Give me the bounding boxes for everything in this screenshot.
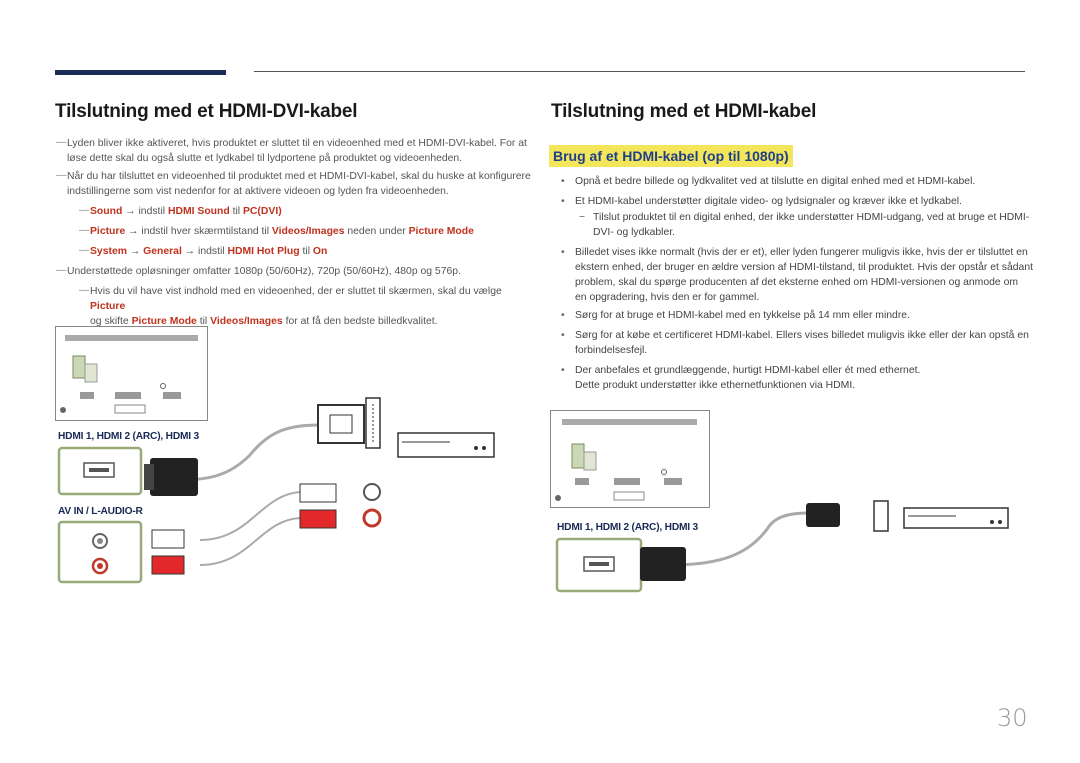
note-no-audio: ― Lyden bliver ikke aktiveret, hvis prod… — [56, 137, 527, 164]
bullet-better-picture: •Opnå et bedre billede og lydkvalitet ve… — [561, 176, 976, 187]
port-label-hdmi-right: HDMI 1, HDMI 2 (ARC), HDMI 3 — [557, 522, 698, 533]
hdmi-cable-diagram — [640, 500, 1009, 581]
tv-back-illustration-left — [55, 326, 208, 421]
section-title-hdmi: Tilslutning med et HDMI-kabel — [551, 101, 817, 122]
port-label-hdmi-left: HDMI 1, HDMI 2 (ARC), HDMI 3 — [58, 431, 199, 442]
bullet-certified-cable: • Sørg for at købe et certificeret HDMI-… — [561, 330, 1029, 356]
subtitle-1080p: Brug af et HDMI-kabel (op til 1080p) — [549, 145, 793, 167]
note-configure: ― Når du har tilsluttet en videoenhed ti… — [56, 170, 531, 197]
port-label-av: AV IN / L-AUDIO-R — [58, 506, 143, 517]
hdmi-port-panel-left — [57, 446, 143, 496]
av-port-panel — [57, 520, 143, 584]
hdmi-dvi-cable-diagram — [144, 397, 495, 575]
hdmi-port-panel-right — [555, 537, 643, 593]
tv-back-illustration-right — [550, 410, 710, 508]
bullet-cable-thickness: •Sørg for at bruge et HDMI-kabel med en … — [561, 310, 910, 321]
header-accent-bar — [55, 70, 226, 75]
subnote-hdmi-dvi: − Tilslut produktet til en digital enhed… — [579, 212, 1030, 238]
bullet-digital-signals: •Et HDMI-kabel understøtter digitale vid… — [561, 196, 962, 207]
bullet-old-hdmi: • Billedet vises ikke normalt (hvis der … — [561, 247, 1033, 303]
step-picture: ― Picture → indstil hver skærmtilstand t… — [79, 225, 474, 237]
note-resolutions: ― Understøttede opløsninger omfatter 108… — [56, 265, 461, 277]
section-title-hdmi-dvi: Tilslutning med et HDMI-DVI-kabel — [55, 101, 358, 122]
step-system: ― System → General → indstil HDMI Hot Pl… — [79, 245, 328, 257]
bullet-ethernet: • Der anbefales et grundlæggende, hurtig… — [561, 365, 921, 391]
header-rule — [254, 71, 1025, 72]
note-picture-mode: ― Hvis du vil have vist indhold med en v… — [79, 285, 502, 327]
page-number: 30 — [997, 704, 1028, 732]
step-sound: ― Sound → indstil HDMI Sound til PC(DVI) — [79, 205, 282, 217]
